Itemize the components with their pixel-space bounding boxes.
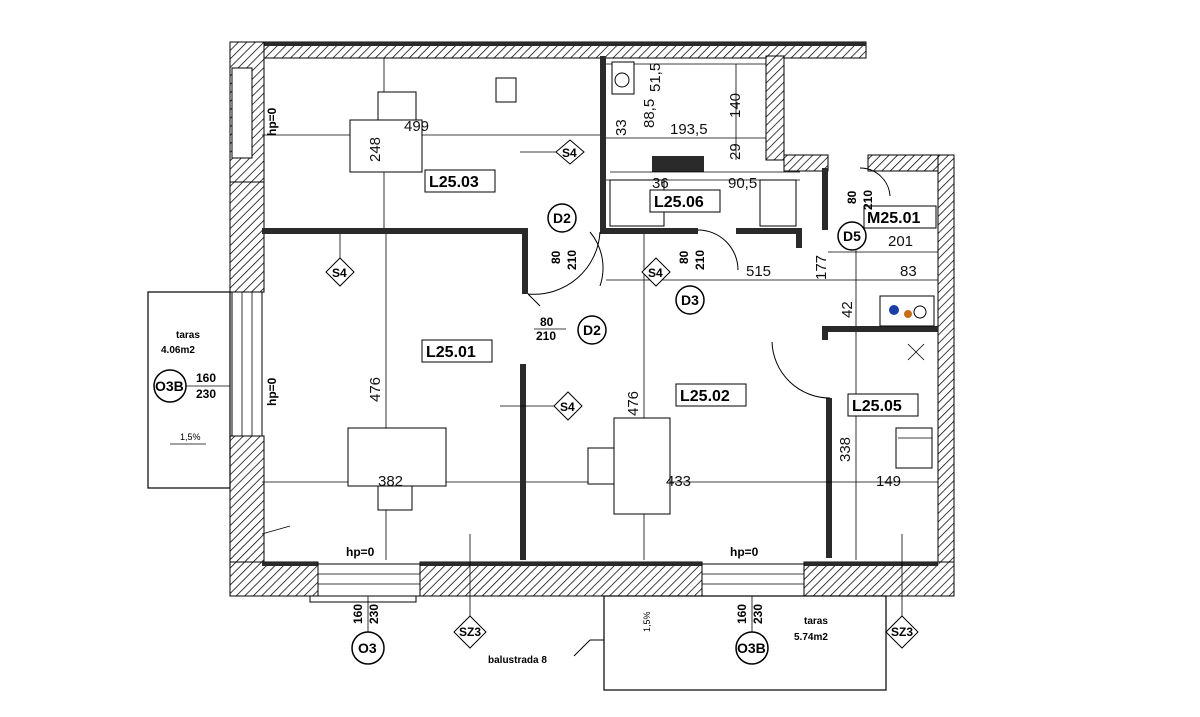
marker-s4-d: S4: [560, 400, 575, 414]
dim-193-5: 193,5: [670, 121, 708, 138]
window-left-width: 160: [196, 371, 216, 385]
door-d2-top-label: D2: [553, 210, 571, 226]
window-labels: O3B 160 230 O3 160 230 O3B 160 230: [153, 369, 769, 665]
outer-walls: [229, 41, 955, 597]
room-label-l25-05: L25.05: [852, 398, 902, 415]
dim-499: 499: [404, 118, 429, 135]
dim-201: 201: [888, 233, 913, 250]
room-label-l25-01: L25.01: [426, 344, 476, 361]
door-d2-mid-height: 210: [536, 329, 556, 343]
section-markers: S4 S4 S4 S4 SZ3 SZ3: [325, 139, 919, 649]
window-bottom-right-label: O3B: [737, 640, 766, 656]
terrace-left-slope: 1,5%: [180, 432, 201, 442]
hp-bottom-right: hp=0: [730, 545, 759, 559]
terrace-right: taras 5.74m2 1,5% balustrada 8: [488, 595, 887, 691]
window-left-label: O3B: [155, 378, 184, 394]
door-d5-height: 210: [861, 190, 875, 210]
terrace-left-area: 4.06m2: [161, 345, 195, 356]
railing-label: balustrada 8: [488, 655, 547, 666]
room-label-m25-01: M25.01: [867, 210, 920, 227]
marker-s4-b: S4: [332, 266, 347, 280]
door-swings: [527, 167, 891, 399]
dim-36: 36: [652, 175, 669, 192]
hp-left-mid: hp=0: [265, 377, 279, 406]
hp-left-top: hp=0: [265, 107, 279, 136]
terrace-right-title: taras: [804, 616, 828, 627]
door-d2-mid-label: D2: [583, 322, 601, 338]
window-left-height: 230: [196, 387, 216, 401]
door-d2-top-width: 80: [549, 250, 563, 264]
door-d5-label: D5: [843, 228, 861, 244]
dim-33: 33: [613, 119, 630, 136]
marker-s4-a: S4: [562, 146, 577, 160]
window-bottom-left-width: 160: [351, 604, 365, 624]
interior-walls: [262, 56, 938, 560]
terrace-right-slope: 1,5%: [642, 611, 652, 632]
terrace-right-area: 5.74m2: [794, 632, 828, 643]
marker-sz3-a: SZ3: [459, 625, 481, 639]
dim-149: 149: [876, 473, 901, 490]
dim-177: 177: [813, 255, 830, 280]
room-labels: L25.03 L25.06 M25.01 L25.01 L25.02 L25.0…: [421, 169, 937, 417]
window-openings: [231, 67, 805, 603]
door-d2-mid-width: 80: [540, 315, 554, 329]
window-bottom-right-width: 160: [735, 604, 749, 624]
door-d2-top-height: 210: [565, 250, 579, 270]
marker-sz3-b: SZ3: [891, 625, 913, 639]
door-d3-width: 80: [677, 250, 691, 264]
window-bottom-left-height: 230: [367, 604, 381, 624]
terrace-left-title: taras: [176, 330, 200, 341]
dim-51-5: 51,5: [647, 63, 664, 92]
hp-labels: hp=0 hp=0 hp=0 hp=0: [265, 107, 759, 559]
dim-476-b: 476: [625, 391, 642, 416]
dim-90-5: 90,5: [728, 175, 757, 192]
door-d3-label: D3: [681, 292, 699, 308]
hp-bottom-left: hp=0: [346, 545, 375, 559]
dim-515: 515: [746, 263, 771, 280]
room-label-l25-03: L25.03: [429, 174, 479, 191]
furniture: [347, 61, 935, 515]
dim-382: 382: [378, 473, 403, 490]
dim-433: 433: [666, 473, 691, 490]
window-bottom-right-height: 230: [751, 604, 765, 624]
dim-248: 248: [367, 137, 384, 162]
room-label-l25-02: L25.02: [680, 388, 730, 405]
dim-476-a: 476: [367, 377, 384, 402]
window-bottom-left-label: O3: [358, 640, 377, 656]
dim-83: 83: [900, 263, 917, 280]
door-d3-height: 210: [693, 250, 707, 270]
dim-140: 140: [727, 93, 744, 118]
door-labels: 80 210 D2 80 210 D3 80 210 D2 80 210 D5: [534, 190, 875, 345]
dim-88-5: 88,5: [641, 99, 658, 128]
room-label-l25-06: L25.06: [654, 194, 704, 211]
marker-s4-c: S4: [648, 266, 663, 280]
dim-29: 29: [727, 143, 744, 160]
door-d5-width: 80: [845, 190, 859, 204]
dimension-labels: 499 248 33 88,5 51,5 193,5 140 29 36 90,…: [367, 63, 917, 490]
dim-42: 42: [839, 301, 856, 318]
dim-338: 338: [837, 437, 854, 462]
